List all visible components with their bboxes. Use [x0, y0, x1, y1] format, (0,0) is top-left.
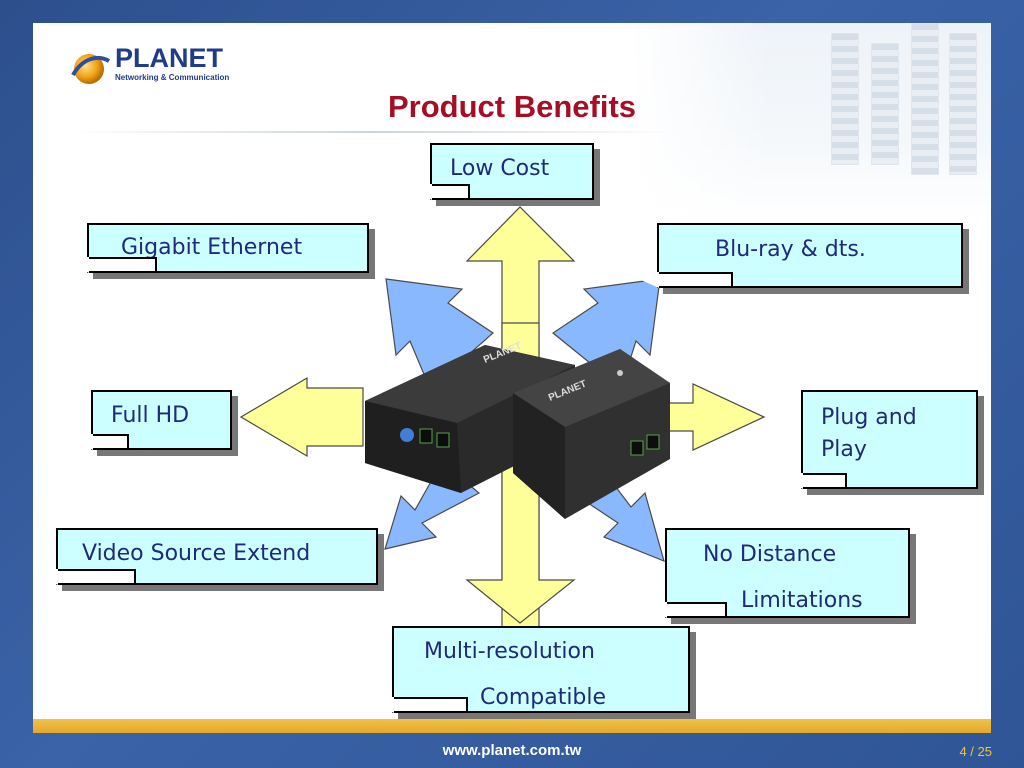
benefit-no-distance-line1: No Distance: [703, 542, 837, 567]
benefit-low-cost: Low Cost: [396, 143, 594, 200]
planet-globe-logo-icon: [71, 54, 111, 84]
slide-canvas: PLANET Networking & Communication Produc…: [33, 23, 991, 733]
benefit-plug-play-line2: Play: [821, 437, 867, 462]
brand-name: PLANET: [115, 43, 223, 73]
page-title: Product Benefits: [387, 89, 637, 124]
note-fold: [358, 697, 468, 713]
note-fold: [623, 272, 733, 288]
benefit-video-source-label: Video Source Extend: [82, 541, 311, 566]
page-number: 4 / 25: [959, 744, 992, 759]
hdmi-extender-device-icon: PLANET PLANET: [365, 341, 670, 519]
benefit-plug-play-line1: Plug and: [821, 405, 917, 430]
benefit-gigabit-ethernet: Gigabit Ethernet: [53, 223, 369, 273]
benefit-video-source-extend: Video Source Extend: [33, 528, 378, 585]
benefit-full-hd: Full HD: [57, 390, 232, 450]
note-fold: [396, 184, 470, 200]
arrow-left: [239, 376, 364, 458]
note-fold: [767, 473, 847, 489]
footer-url: www.planet.com.tw: [442, 742, 582, 759]
footer-accent-bar: [33, 719, 991, 733]
note-fold: [53, 257, 157, 273]
benefit-low-cost-label: Low Cost: [450, 156, 550, 181]
benefit-multi-res-line2: Compatible: [480, 685, 607, 710]
benefit-no-distance-limitations: No Distance Limitations: [631, 528, 910, 618]
note-fold: [57, 434, 129, 450]
note-fold: [33, 569, 136, 585]
planet-logo: PLANET Networking & Communication: [69, 43, 239, 87]
benefit-bluray-label: Blu-ray & dts.: [715, 237, 866, 262]
brand-tagline: Networking & Communication: [115, 73, 230, 82]
note-fold: [631, 602, 727, 618]
benefit-plug-and-play: Plug and Play: [767, 390, 978, 489]
benefit-bluray-dts: Blu-ray & dts.: [623, 223, 963, 288]
server-room-background: [631, 23, 991, 223]
title-divider: [73, 131, 673, 133]
benefit-full-hd-label: Full HD: [111, 403, 190, 428]
benefit-multi-res-line1: Multi-resolution: [424, 639, 595, 664]
benefit-multi-resolution: Multi-resolution Compatible: [358, 626, 690, 713]
benefit-no-distance-line2: Limitations: [741, 588, 863, 613]
benefit-gigabit-label: Gigabit Ethernet: [121, 235, 303, 260]
